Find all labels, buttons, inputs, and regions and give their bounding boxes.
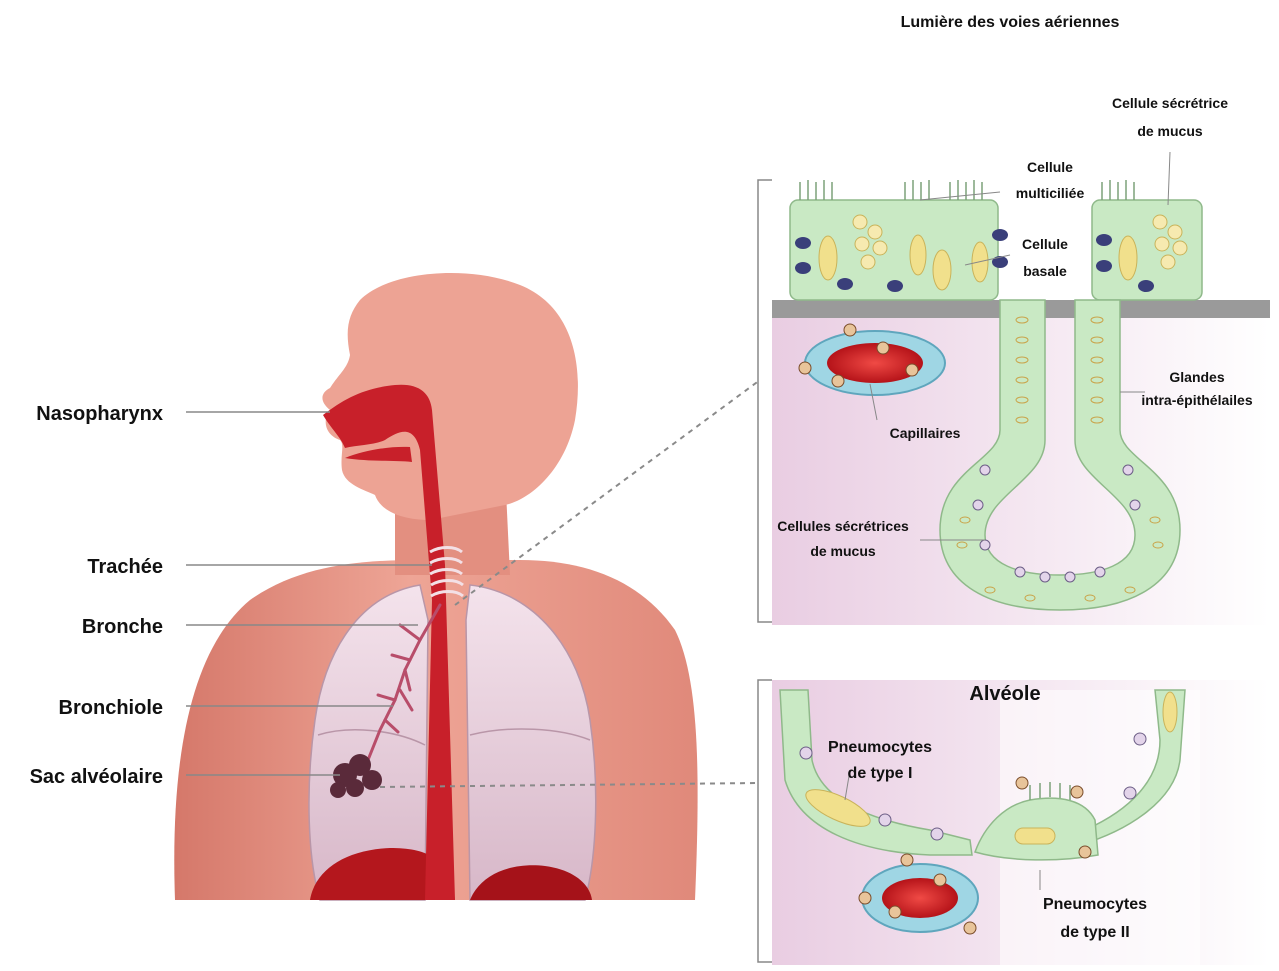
label-type1-2: de type I [848, 765, 913, 782]
label-type2-2: de type II [1060, 924, 1129, 941]
label-nasopharynx: Nasopharynx [36, 403, 163, 425]
label-alveolar-sac: Sac alvéolaire [30, 766, 163, 788]
airway-panel: Cellule sécrétrice de mucus Cellule mult… [758, 95, 1270, 625]
label-mucus-cell-1: Cellule sécrétrice [1112, 95, 1228, 111]
label-capillaries: Capillaires [890, 425, 961, 441]
label-basal-2: basale [1023, 263, 1067, 279]
label-basal-1: Cellule [1022, 236, 1068, 252]
label-type1-1: Pneumocytes [828, 739, 932, 756]
label-mucus-cells-2: de mucus [810, 543, 876, 559]
label-type2-1: Pneumocytes [1043, 896, 1147, 913]
label-bronchiole: Bronchiole [59, 697, 163, 719]
alveolus-panel: Alvéole Pneumocytes de type I Pneumocyte… [758, 680, 1270, 965]
label-multiciliated-2: multiciliée [1016, 185, 1085, 201]
label-glands-1: Glandes [1169, 369, 1224, 385]
label-mucus-cell-2: de mucus [1137, 123, 1203, 139]
label-multiciliated-1: Cellule [1027, 159, 1073, 175]
label-mucus-cells-1: Cellules sécrétrices [777, 518, 909, 534]
label-alveolus: Alvéole [969, 683, 1040, 705]
airway-lumen-title: Lumière des voies aériennes [901, 14, 1120, 31]
label-glands-2: intra-épithélailes [1141, 392, 1252, 408]
label-trachea: Trachée [87, 556, 163, 578]
epithelium [790, 180, 1202, 300]
label-bronchus: Bronche [82, 616, 163, 638]
